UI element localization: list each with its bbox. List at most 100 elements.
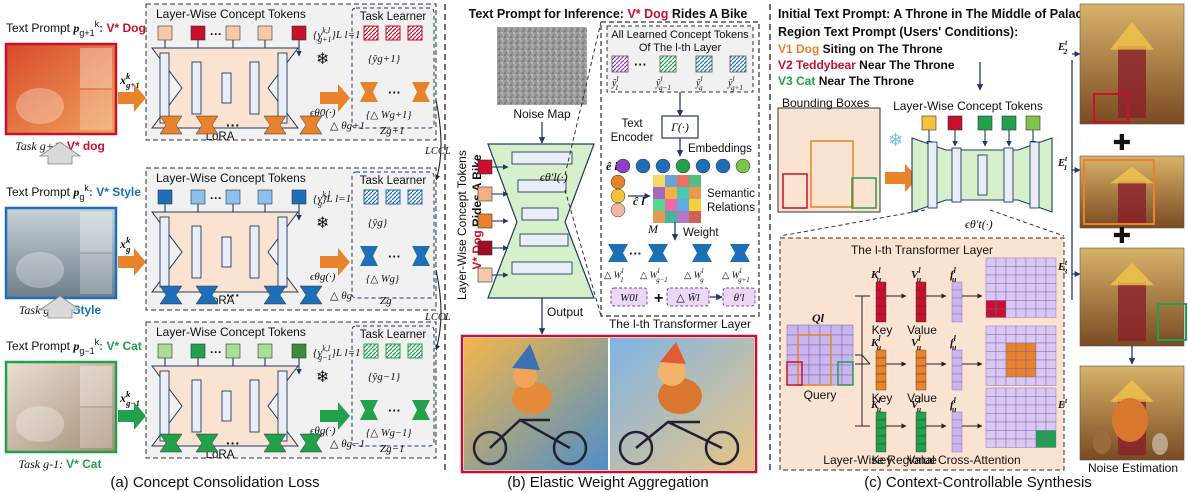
key-cell xyxy=(875,289,887,299)
learner-arrow-3 xyxy=(320,402,350,430)
epsilon-c-label: ϵθ′t(·) xyxy=(965,217,993,231)
attention-output-cell xyxy=(985,274,997,284)
attention-output-cell xyxy=(1045,413,1057,423)
attention-output-cell xyxy=(1015,404,1027,414)
task-learner-title-1: Task Learner xyxy=(360,11,427,23)
attention-output-cell xyxy=(995,291,1007,301)
feature-cell xyxy=(951,443,963,453)
attention-output-cell xyxy=(995,266,1007,276)
snowflake-icon: ❄ xyxy=(316,369,329,386)
semantic-label-2: Relations xyxy=(707,202,755,214)
learner-set-1-3: {ŷg−1} xyxy=(368,371,401,383)
query-cell xyxy=(819,374,832,386)
region-highlight xyxy=(1157,303,1187,341)
attention-output-cell xyxy=(1015,334,1027,344)
side-concept-token xyxy=(477,267,493,283)
region-prompt-3: V3 Cat Near The Throne xyxy=(778,74,914,88)
tokens-title-2: Layer-Wise Concept Tokens xyxy=(156,171,306,185)
concept-token xyxy=(190,189,206,205)
layer-detail-connector-top xyxy=(564,21,602,176)
key-cell xyxy=(875,419,887,429)
concept-token xyxy=(157,189,173,205)
noise-estimation-label: Noise Estimation xyxy=(1088,461,1178,475)
feature-cell xyxy=(951,297,963,307)
attention-output-cell xyxy=(1035,404,1047,414)
attention-output-cell xyxy=(985,413,997,423)
key-cell xyxy=(875,411,887,421)
attention-output-cell xyxy=(995,274,1007,284)
attention-output-cell xyxy=(1025,430,1037,440)
bounding-boxes-panel xyxy=(777,107,881,213)
side-concept-token xyxy=(477,186,493,202)
key-cell xyxy=(875,281,887,291)
attention-output-cell xyxy=(1015,368,1027,378)
attention-output-cell xyxy=(1005,274,1017,284)
ellipsis: ··· xyxy=(388,403,401,418)
ccl-arc-2 xyxy=(434,269,442,351)
unet-b-layer-bar xyxy=(511,261,573,275)
learner-block xyxy=(412,246,430,266)
task-subject-shape xyxy=(16,252,64,288)
attention-output-cell xyxy=(1005,438,1017,448)
e-hat-label: ê l xyxy=(606,159,618,173)
task-learner-box-3 xyxy=(351,325,435,447)
attention-output-cell xyxy=(1025,266,1037,276)
value-cell xyxy=(915,357,927,367)
query-cell xyxy=(797,364,810,376)
heatmap-cell xyxy=(665,175,677,187)
attention-output-cell xyxy=(1025,308,1037,318)
attention-output-cell xyxy=(1005,376,1017,386)
learned-token xyxy=(407,189,423,205)
attention-output-cell xyxy=(1015,376,1027,386)
ellipsis: ··· xyxy=(226,117,240,133)
query-cell xyxy=(808,324,821,336)
noise-map-label: Noise Map xyxy=(513,107,571,121)
attention-output-cell xyxy=(1005,325,1017,335)
heatmap-cell xyxy=(653,175,665,187)
ellipsis: ··· xyxy=(210,345,222,359)
query-region-green xyxy=(837,361,854,386)
z-label-2: Zg xyxy=(380,295,392,307)
query-cell xyxy=(786,374,799,386)
attention-output-cell xyxy=(1025,325,1037,335)
final-cat-shape xyxy=(1152,433,1168,455)
attention-output-cell xyxy=(995,334,1007,344)
query-cell xyxy=(808,364,821,376)
attention-output-cell xyxy=(1045,376,1057,386)
ellipsis: ··· xyxy=(210,27,222,41)
lora-block xyxy=(263,433,287,453)
task-sequence-arrow xyxy=(38,295,82,319)
attention-output-cell xyxy=(1005,413,1017,423)
attention-output-cell xyxy=(1045,274,1057,284)
learned-token xyxy=(363,25,379,41)
learned-token-b xyxy=(611,55,629,73)
feature-cell xyxy=(951,411,963,421)
attention-output-cell xyxy=(995,404,1007,414)
learned-token xyxy=(385,343,401,359)
attention-output-cell xyxy=(985,342,997,352)
unet-layer-bar xyxy=(159,52,170,124)
attention-output-cell xyxy=(985,351,997,361)
query-cell xyxy=(786,354,799,366)
throne-top xyxy=(1110,22,1154,50)
attention-output-cell xyxy=(1045,359,1057,369)
caption-a: (a) Concept Consolidation Loss xyxy=(110,474,319,491)
ellipsis: ··· xyxy=(634,57,647,72)
attention-output-cell xyxy=(1035,308,1047,318)
learner-set-2-3: {△ Wg−1} xyxy=(366,428,412,439)
key-cell xyxy=(875,435,887,445)
attention-output-cell xyxy=(995,359,1007,369)
value-cell xyxy=(915,365,927,375)
heatmap-cell xyxy=(677,211,689,223)
lora-block xyxy=(263,285,287,305)
unet-b-layer-bar xyxy=(519,233,569,247)
region-highlight xyxy=(1093,93,1129,123)
bbox-orange xyxy=(810,140,854,208)
